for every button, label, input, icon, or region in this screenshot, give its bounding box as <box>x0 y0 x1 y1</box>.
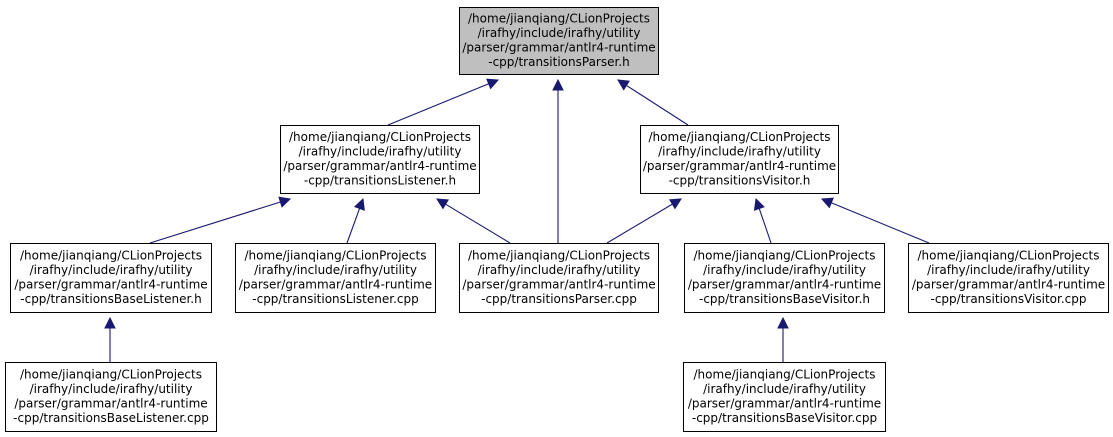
node-label-line: /irafhy/include/irafhy/utility <box>254 263 417 277</box>
node-box[interactable] <box>684 243 885 313</box>
node-box[interactable] <box>280 125 480 194</box>
node-box[interactable] <box>459 7 659 75</box>
node-label-line: /irafhy/include/irafhy/utility <box>30 263 193 277</box>
edge-baselistener_cpp-to-baselistener_h <box>104 316 116 362</box>
node-label-line: -cpp/transitionsParser.cpp <box>481 292 637 306</box>
node-layer: /home/jianqiang/CLionProjects/irafhy/inc… <box>5 7 1109 432</box>
node-label-line: -cpp/transitionsBaseListener.cpp <box>13 411 209 425</box>
edge-arrowhead <box>486 78 500 90</box>
node-transitions-listener-h[interactable]: /home/jianqiang/CLionProjects/irafhy/inc… <box>280 125 480 194</box>
edge-layer <box>104 78 930 362</box>
edge-arrowhead <box>552 78 564 91</box>
node-transitions-base-visitor-h[interactable]: /home/jianqiang/CLionProjects/irafhy/inc… <box>684 243 885 313</box>
edge-baselistener_h-to-listener_h <box>149 196 292 244</box>
edge-arrowhead <box>753 197 765 211</box>
node-label-line: /home/jianqiang/CLionProjects <box>20 249 202 263</box>
node-transitions-listener-cpp[interactable]: /home/jianqiang/CLionProjects/irafhy/inc… <box>235 243 436 313</box>
edge-line <box>758 208 772 244</box>
node-transitions-visitor-cpp[interactable]: /home/jianqiang/CLionProjects/irafhy/inc… <box>908 243 1109 313</box>
edge-line <box>626 84 689 126</box>
node-label-line: /parser/grammar/antlr4-runtime <box>283 159 476 173</box>
edge-visitor_cpp-to-visitor_h <box>820 197 930 244</box>
edge-parser_cpp-to-listener_h <box>436 198 511 244</box>
edge-parser_cpp-to-visitor_h <box>606 198 682 244</box>
edge-line <box>831 202 930 244</box>
node-transitions-base-listener-h[interactable]: /home/jianqiang/CLionProjects/irafhy/inc… <box>10 243 212 313</box>
node-box[interactable] <box>235 243 436 313</box>
edge-arrowhead <box>278 196 292 208</box>
edge-line <box>445 203 511 244</box>
node-box[interactable] <box>10 243 212 313</box>
node-label-line: /irafhy/include/irafhy/utility <box>658 145 821 159</box>
edge-listener_cpp-to-listener_h <box>346 197 365 244</box>
node-box[interactable] <box>459 243 659 313</box>
node-label-line: /parser/grammar/antlr4-runtime <box>688 278 881 292</box>
node-transitions-parser-h[interactable]: /home/jianqiang/CLionProjects/irafhy/inc… <box>459 7 659 75</box>
edge-parser_cpp-to-parser_h <box>552 78 564 243</box>
node-box[interactable] <box>640 125 839 194</box>
edge-arrowhead <box>777 316 789 329</box>
edge-visitor_h-to-parser_h <box>617 79 689 126</box>
node-box[interactable] <box>5 362 217 432</box>
edge-arrowhead <box>820 197 834 209</box>
node-label-line: /parser/grammar/antlr4-runtime <box>912 278 1105 292</box>
node-label-line: /home/jianqiang/CLionProjects <box>245 249 427 263</box>
node-transitions-base-listener-cpp[interactable]: /home/jianqiang/CLionProjects/irafhy/inc… <box>5 362 217 432</box>
node-label-line: /irafhy/include/irafhy/utility <box>703 382 866 396</box>
node-label-line: /irafhy/include/irafhy/utility <box>30 382 193 396</box>
node-label-line: -cpp/transitionsParser.h <box>488 55 630 69</box>
node-label-line: /irafhy/include/irafhy/utility <box>703 263 866 277</box>
edge-line <box>149 201 281 244</box>
node-label-line: /parser/grammar/antlr4-runtime <box>14 278 207 292</box>
node-label-line: /irafhy/include/irafhy/utility <box>478 263 641 277</box>
node-label-line: -cpp/transitionsVisitor.cpp <box>930 292 1086 306</box>
edge-basevisitor_cpp-to-basevisitor_h <box>777 316 789 362</box>
edge-arrowhead <box>104 316 116 329</box>
node-label-line: /parser/grammar/antlr4-runtime <box>688 397 881 411</box>
node-label-line: /home/jianqiang/CLionProjects <box>20 368 202 382</box>
edge-arrowhead <box>353 197 365 211</box>
node-label-line: /home/jianqiang/CLionProjects <box>289 130 471 144</box>
node-label-line: -cpp/transitionsVisitor.h <box>669 174 811 188</box>
node-label-line: /irafhy/include/irafhy/utility <box>927 263 1090 277</box>
edge-arrowhead <box>617 79 630 91</box>
node-label-line: /irafhy/include/irafhy/utility <box>299 145 462 159</box>
edge-listener_h-to-parser_h <box>387 78 500 126</box>
node-label-line: /parser/grammar/antlr4-runtime <box>14 397 207 411</box>
node-transitions-base-visitor-cpp[interactable]: /home/jianqiang/CLionProjects/irafhy/inc… <box>683 362 886 432</box>
node-box[interactable] <box>908 243 1109 313</box>
edge-arrowhead <box>436 198 449 210</box>
node-label-line: /home/jianqiang/CLionProjects <box>468 249 650 263</box>
node-label-line: -cpp/transitionsBaseVisitor.cpp <box>692 411 877 425</box>
edge-arrowhead <box>669 198 682 210</box>
node-label-line: /home/jianqiang/CLionProjects <box>694 249 876 263</box>
node-label-line: -cpp/transitionsListener.cpp <box>252 292 418 306</box>
node-label-line: /home/jianqiang/CLionProjects <box>918 249 1100 263</box>
edge-line <box>606 203 673 244</box>
node-label-line: -cpp/transitionsBaseListener.h <box>20 292 201 306</box>
node-label-line: /home/jianqiang/CLionProjects <box>468 12 650 26</box>
node-transitions-visitor-h[interactable]: /home/jianqiang/CLionProjects/irafhy/inc… <box>640 125 839 194</box>
node-box[interactable] <box>683 362 886 432</box>
node-label-line: /parser/grammar/antlr4-runtime <box>462 41 655 55</box>
node-label-line: /home/jianqiang/CLionProjects <box>649 130 831 144</box>
node-transitions-parser-cpp[interactable]: /home/jianqiang/CLionProjects/irafhy/inc… <box>459 243 659 313</box>
node-label-line: /parser/grammar/antlr4-runtime <box>239 278 432 292</box>
edge-line <box>387 83 489 126</box>
node-label-line: /home/jianqiang/CLionProjects <box>694 368 876 382</box>
node-label-line: /irafhy/include/irafhy/utility <box>478 26 641 40</box>
node-label-line: /parser/grammar/antlr4-runtime <box>643 159 836 173</box>
edge-line <box>346 208 361 244</box>
node-label-line: /parser/grammar/antlr4-runtime <box>462 278 655 292</box>
node-label-line: -cpp/transitionsBaseVisitor.h <box>699 292 870 306</box>
edge-basevisitor_h-to-visitor_h <box>753 197 772 244</box>
node-label-line: -cpp/transitionsListener.h <box>304 174 456 188</box>
